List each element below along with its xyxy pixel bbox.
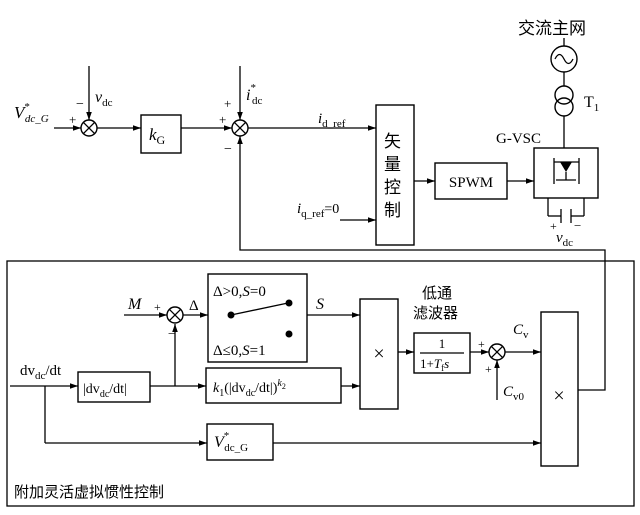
plus-sign: + bbox=[69, 112, 76, 127]
abs-block-label: |dvdc/dt| bbox=[83, 382, 127, 400]
vdc-feedback-label: vdc bbox=[95, 89, 113, 109]
S-label: S bbox=[316, 296, 324, 313]
lowpass-denominator: 1+Tfs bbox=[420, 356, 449, 373]
idc-ref-label: i*dc bbox=[246, 82, 262, 107]
abs-block bbox=[77, 371, 151, 403]
lowpass-numerator: 1 bbox=[439, 336, 446, 351]
vector-control-char: 控 bbox=[384, 178, 401, 198]
plus-sign: + bbox=[219, 112, 226, 127]
dvdc-dt-label: dvdc/dt bbox=[20, 363, 62, 382]
ac-source-icon bbox=[550, 45, 578, 73]
sum-junction-current bbox=[231, 119, 249, 137]
minus-sign: − bbox=[224, 142, 232, 157]
switch-bottom-label: Δ≤0,S=1 bbox=[213, 343, 266, 359]
plus-sign: + bbox=[154, 300, 161, 314]
dc-capacitor-icon bbox=[560, 209, 572, 223]
minus-sign: − bbox=[76, 97, 84, 112]
vector-control-char: 量 bbox=[384, 155, 401, 175]
kg-label: kG bbox=[149, 125, 166, 147]
cv-label: Cv bbox=[513, 322, 529, 341]
multiplier-block-1 bbox=[359, 298, 399, 410]
multiplier-symbol: × bbox=[553, 385, 564, 407]
kg-gain-block bbox=[140, 114, 182, 154]
lowpass-title: 滤波器 bbox=[413, 304, 458, 322]
sum-junction-cv bbox=[488, 343, 506, 361]
lowpass-title: 低通 bbox=[422, 284, 452, 302]
vref-input-label: V*dc_G bbox=[14, 101, 49, 125]
transformer-icon bbox=[554, 85, 574, 117]
iq-ref-label: iq_ref=0 bbox=[297, 201, 339, 220]
plus-sign: + bbox=[224, 96, 231, 111]
sum-junction-speed bbox=[80, 119, 98, 137]
vector-control-block bbox=[375, 104, 415, 246]
cv0-label: Cv0 bbox=[503, 384, 525, 403]
idc-ref-feedback-path bbox=[237, 136, 606, 391]
transformer-label: T1 bbox=[584, 94, 599, 114]
vref-block-label: V*dc_G bbox=[214, 430, 248, 454]
k1-block-label: k1(|dvdc/dt|)k2 bbox=[213, 378, 286, 399]
plus-sign: + bbox=[550, 219, 557, 233]
switch-block bbox=[207, 273, 308, 363]
multiplier-symbol: × bbox=[373, 343, 384, 365]
spwm-block bbox=[434, 162, 508, 200]
switch-top-label: Δ>0,S=0 bbox=[213, 284, 266, 300]
virtual-inertia-frame bbox=[6, 260, 635, 507]
converter-label: G-VSC bbox=[496, 131, 541, 147]
spwm-label: SPWM bbox=[449, 175, 493, 191]
switch-icon bbox=[227, 299, 293, 338]
vector-control-char: 矢 bbox=[384, 132, 401, 152]
plus-sign: + bbox=[485, 362, 492, 376]
sum-junction-delta bbox=[166, 306, 184, 324]
virtual-inertia-title: 附加灵活虚拟惯性控制 bbox=[14, 483, 164, 501]
delta-label: Δ bbox=[189, 298, 199, 314]
dc-voltage-label: vdc bbox=[556, 230, 573, 249]
k1-power-block bbox=[205, 367, 342, 404]
M-label: M bbox=[127, 296, 143, 313]
minus-sign: − bbox=[168, 326, 175, 341]
vector-control-char: 制 bbox=[384, 201, 401, 221]
plus-sign: + bbox=[478, 337, 485, 351]
vref-block bbox=[206, 423, 274, 461]
vsc-converter-icon bbox=[533, 147, 599, 199]
id-ref-label: id_ref bbox=[318, 111, 346, 130]
ac-grid-label: 交流主网 bbox=[518, 19, 586, 39]
multiplier-block-2 bbox=[540, 311, 579, 467]
minus-sign: − bbox=[574, 218, 581, 233]
